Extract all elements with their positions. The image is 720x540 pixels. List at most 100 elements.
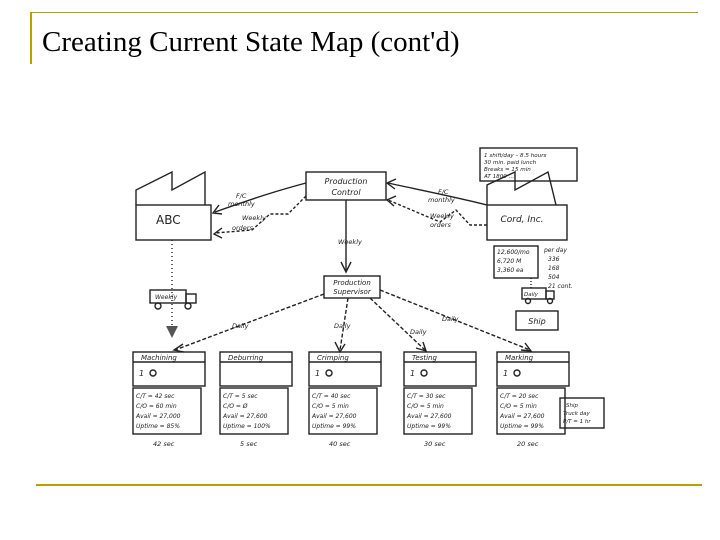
daily-a-label: Daily [232, 322, 249, 330]
weekly-down-label: Weekly [338, 238, 362, 246]
fc-left-1: monthly [228, 200, 255, 208]
customer-data-box: 1 shift/day – 8.5 hours 30 min. paid lun… [479, 147, 578, 182]
process-time: 5 sec [240, 440, 258, 448]
demand-right-1: 336 [548, 256, 560, 263]
daily-truck-label: Daily [524, 292, 539, 298]
process-data-line: Uptime = 85% [136, 423, 180, 430]
customer-data-2: Breaks = 15 min [484, 167, 531, 173]
supervisor-line2: Supervisor [333, 288, 372, 296]
supervisor-line1: Production [333, 279, 371, 287]
process-box [496, 351, 570, 387]
process-operators: 1 [410, 369, 415, 378]
demand-left-0: 12,600/mo [497, 249, 530, 256]
daily-d-label: Daily [442, 315, 459, 323]
process-data-line: C/T = 42 sec [136, 393, 175, 400]
process-data-line: C/O = 5 min [312, 403, 349, 410]
process-name: Crimping [317, 354, 349, 362]
supplier-name: ABC [156, 213, 181, 227]
operator-icon [149, 369, 157, 377]
weekly-left-0: Weekly [242, 214, 266, 222]
process-data-line: Uptime = 99% [500, 423, 544, 430]
process-data-line: Uptime = 99% [407, 423, 451, 430]
process-data-box [219, 387, 289, 435]
left-accent-rule [30, 12, 32, 64]
process-data-line: C/T = 20 sec [500, 393, 539, 400]
daily-b-label: Daily [334, 322, 351, 330]
process-box [132, 351, 206, 387]
process-data-line: Avail = 27,600 [222, 413, 268, 420]
side-note-2: P/T = 1 hr [563, 419, 591, 425]
fc-right-0: F/C [438, 188, 449, 196]
process-data-line: C/O = 60 min [136, 403, 177, 410]
daily-c-label: Daily [410, 328, 427, 336]
daily-schedules: Daily Daily Daily Daily [172, 289, 533, 354]
side-note-1: Truck day [563, 411, 590, 417]
bottom-rule [36, 484, 702, 486]
operator-icon [513, 369, 521, 377]
demand-right-2: 168 [548, 265, 560, 272]
customer-name: Cord, Inc. [500, 215, 543, 225]
process-name: Testing [412, 354, 437, 362]
process-data-line: C/T = 5 sec [223, 393, 258, 400]
top-rule [30, 12, 698, 13]
fc-right-1: monthly [428, 196, 455, 204]
process-data-line: Avail = 27,600 [406, 413, 452, 420]
process-time: 42 sec [153, 440, 175, 448]
supplier-truck-label: Weekly [155, 294, 177, 301]
supplier-factory: ABC [135, 170, 212, 241]
process-operators: 1 [503, 369, 508, 378]
control-line1: Production [325, 177, 368, 186]
process-box [308, 351, 382, 387]
process-operators: 1 [139, 369, 144, 378]
process-time: 20 sec [517, 440, 539, 448]
demand-left-2: 3,360 ea [497, 267, 524, 274]
process-data-line: C/T = 40 sec [312, 393, 351, 400]
ship-label: Ship [528, 317, 545, 326]
process-data-box [496, 387, 566, 435]
process-time: 30 sec [424, 440, 446, 448]
operator-icon [420, 369, 428, 377]
customer-data-1: 30 min. paid lunch [484, 160, 537, 166]
process-name: Deburring [228, 354, 264, 362]
process-box [219, 351, 293, 387]
fc-left-0: F/C [236, 192, 247, 200]
slide-title: Creating Current State Map (cont'd) [42, 26, 460, 58]
weekly-left-1: orders [232, 224, 253, 232]
process-data-line: Avail = 27,000 [135, 413, 181, 420]
process-data-line: Avail = 27,600 [311, 413, 357, 420]
production-control-box: Production Control [305, 171, 387, 201]
process-box [403, 351, 477, 387]
process-data-line: C/O = Ø [223, 403, 248, 410]
weekly-right-0: Weekly [430, 212, 454, 220]
supervisor-box: Production Supervisor [323, 275, 381, 299]
customer-shipment: Daily Ship [515, 278, 559, 331]
customer-factory: Cord, Inc. [486, 170, 568, 241]
demand-right-3: 504 [548, 274, 560, 281]
info-flows: F/C monthly Weekly orders F/C monthly We… [211, 178, 488, 274]
supplier-shipment: Weekly [149, 240, 197, 338]
shipping-note: Ship Truck day P/T = 1 hr [559, 397, 605, 429]
process-time: 40 sec [329, 440, 351, 448]
demand-right-0: per day [543, 247, 567, 254]
process-data-line: Avail = 27,600 [499, 413, 545, 420]
process-operators: 1 [315, 369, 320, 378]
operator-icon [325, 369, 333, 377]
process-data-box [308, 387, 378, 435]
customer-data-3: AT 1800 … [483, 174, 514, 180]
demand-right-4: 21 cont. [548, 283, 573, 290]
process-data-line: Uptime = 100% [223, 423, 271, 430]
process-data-line: Uptime = 99% [312, 423, 356, 430]
weekly-right-1: orders [430, 221, 451, 229]
demand-left-1: 6,720 M [497, 258, 522, 265]
process-name: Machining [141, 354, 177, 362]
process-data-box [132, 387, 202, 435]
process-data-line: C/O = 5 min [407, 403, 444, 410]
customer-data-0: 1 shift/day – 8.5 hours [484, 153, 547, 159]
demand-table: 12,600/mo 6,720 M 3,360 ea per day 336 1… [493, 245, 573, 290]
process-data-box [403, 387, 473, 435]
side-note-0: Ship [566, 403, 579, 409]
control-line2: Control [331, 188, 361, 197]
process-data-line: C/O = 5 min [500, 403, 537, 410]
